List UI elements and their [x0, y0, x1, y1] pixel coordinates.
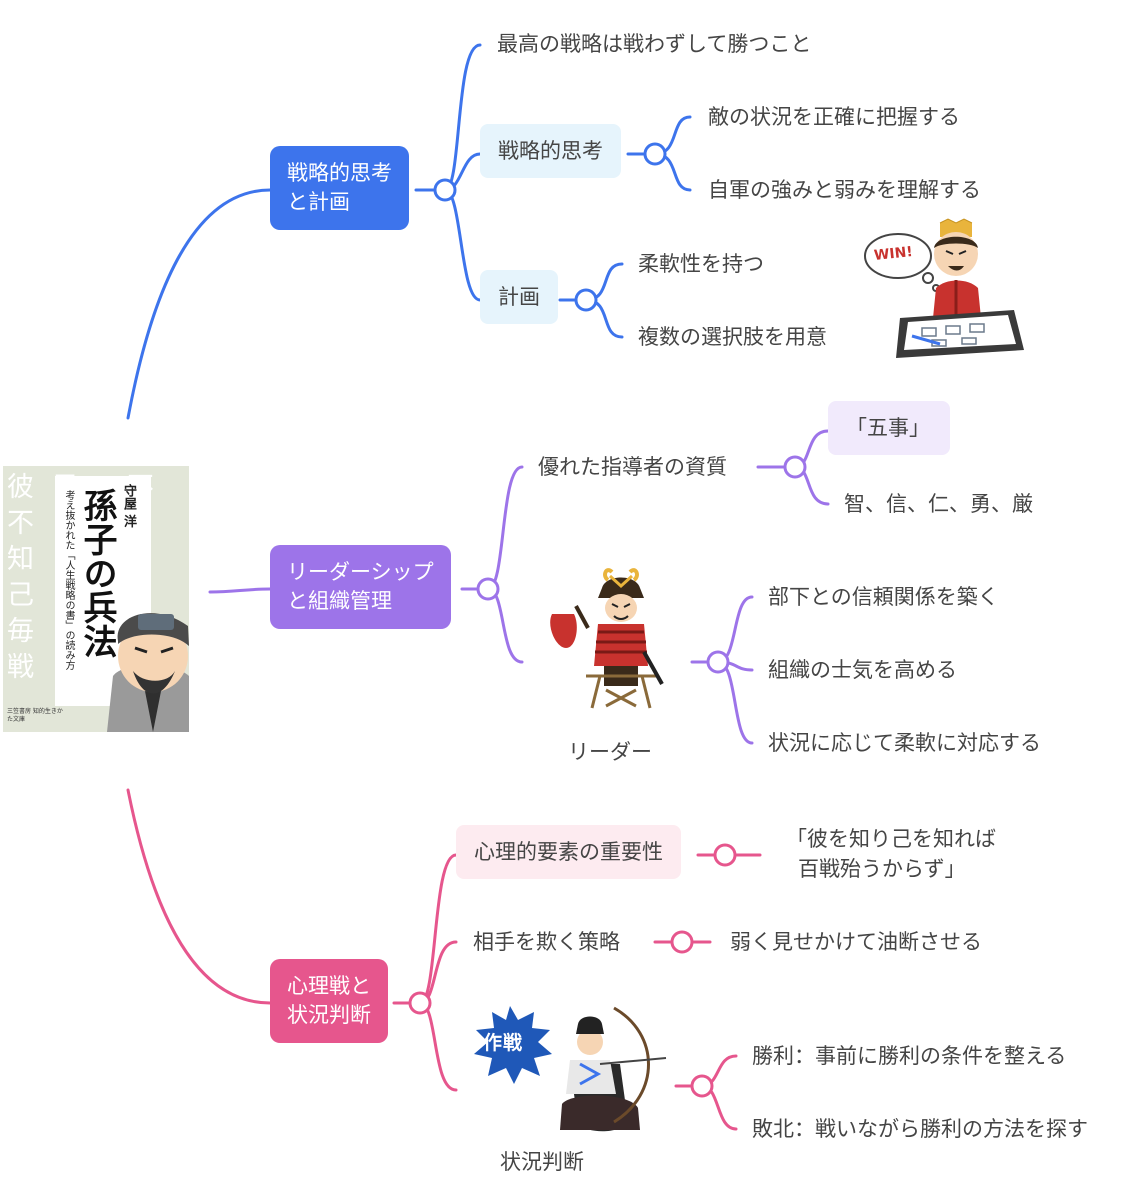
leaf-virtues[interactable]: 智、信、仁、勇、厳: [844, 492, 1033, 516]
samurai-icon: [550, 568, 664, 709]
leaf-thinking-2[interactable]: 自軍の強みと弱みを理解する: [708, 178, 981, 202]
node-leader-qualities[interactable]: 優れた指導者の資質: [538, 455, 727, 479]
link-psych-importance: [418, 853, 458, 1005]
book-cover: 彼己不 不 知 己 毎 戦不 守屋 洋 孫子の兵法 考え抜かれた「人生戦略の書」…: [3, 466, 189, 732]
leaf-thinking-1[interactable]: 敵の状況を正確に把握する: [708, 105, 960, 129]
branch-psych[interactable]: 心理戦と 状況判断: [270, 959, 388, 1043]
caption-judgment: 状況判断: [500, 1150, 584, 1174]
strategist-icon: [864, 218, 1024, 358]
branch-strategy[interactable]: 戦略的思考 と計画: [270, 146, 409, 230]
win-strategist-illustration: WIN!: [862, 218, 1032, 368]
junction-leadership: [476, 577, 500, 601]
sunzi-portrait-icon: [107, 613, 189, 732]
node-plan[interactable]: 計画: [480, 270, 558, 325]
link-root-leadership: [208, 587, 272, 594]
link-psych-judgment: [418, 1001, 458, 1092]
link-strategy-plan: [443, 188, 482, 302]
sakusen-badge: 作戦: [483, 1032, 524, 1054]
junction-judgment: [690, 1074, 714, 1098]
leaf-leader-3[interactable]: 状況に応じて柔軟に対応する: [768, 731, 1041, 755]
leaf-plan-1[interactable]: 柔軟性を持つ: [638, 252, 764, 276]
link-root-psych: [126, 788, 272, 1005]
leaf-quote[interactable]: 「彼を知り己を知れば 百戦殆うからず」: [786, 827, 996, 881]
caption-leader: リーダー: [568, 740, 652, 764]
junction-leader: [706, 650, 730, 674]
junction-qualities: [783, 455, 807, 479]
book-publisher: 三笠書房 知的生きかた文庫: [7, 708, 63, 723]
node-deceive[interactable]: 相手を欺く策略: [473, 930, 620, 954]
junction-strategy: [433, 178, 457, 202]
node-psych-importance[interactable]: 心理的要素の重要性: [456, 825, 681, 880]
link-leadership-leader: [486, 587, 524, 664]
branch-leadership[interactable]: リーダーシップ と組織管理: [270, 545, 451, 629]
leaf-judgment-2[interactable]: 敗北：戦いながら勝利の方法を探す: [752, 1117, 1088, 1141]
leaf-deceive[interactable]: 弱く見せかけて油断させる: [730, 930, 982, 954]
leader-illustration: [546, 566, 666, 711]
junction-thinking: [643, 142, 667, 166]
link-leadership-qualities: [486, 465, 524, 591]
junction-psych: [408, 991, 432, 1015]
link-leader-3: [716, 660, 754, 745]
leaf-plan-2[interactable]: 複数の選択肢を用意: [638, 325, 827, 349]
junction-importance: [713, 843, 737, 867]
judgment-illustration: 作戦: [470, 1004, 670, 1134]
link-root-strategy: [126, 188, 272, 420]
leaf-strategy-top[interactable]: 最高の戦略は戦わずして勝つこと: [497, 32, 812, 56]
book-author: 守屋 洋: [121, 484, 136, 528]
junction-deceive: [670, 930, 694, 954]
book-subtitle: 考え抜かれた「人生戦略の書」の読み方: [63, 490, 74, 670]
leaf-judgment-1[interactable]: 勝利：事前に勝利の条件を整える: [752, 1044, 1067, 1068]
book-title: 孫子の兵法: [77, 488, 117, 658]
node-strategic-thinking[interactable]: 戦略的思考: [480, 124, 621, 179]
node-gozi[interactable]: 「五事」: [828, 401, 950, 456]
junction-plan: [574, 288, 598, 312]
leaf-leader-2[interactable]: 組織の士気を高める: [768, 658, 957, 682]
archer-icon: [474, 1006, 667, 1132]
leaf-leader-1[interactable]: 部下との信頼関係を築く: [768, 585, 999, 609]
